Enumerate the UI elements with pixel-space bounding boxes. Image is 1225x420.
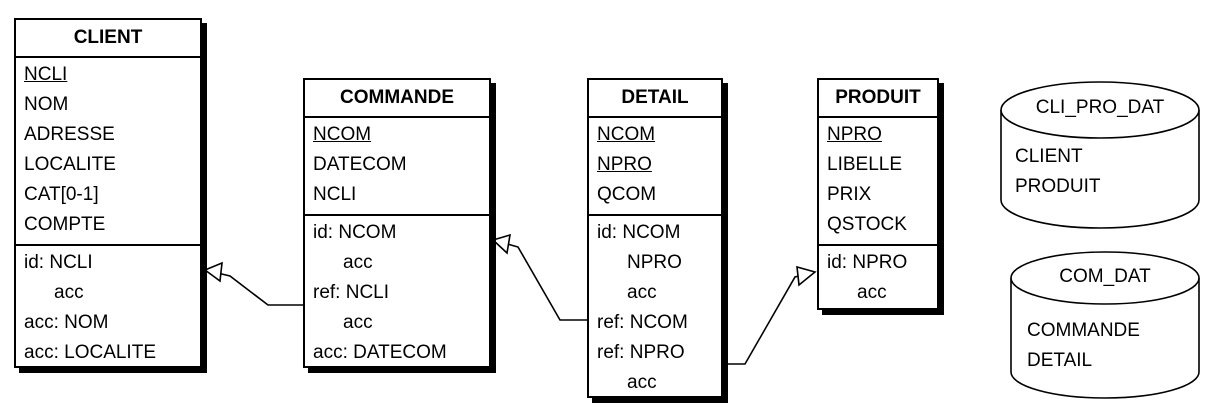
constraint-line: acc: DATECOM [313,342,447,363]
constraint-line: NPRO [627,252,682,273]
key-attribute: NCOM [313,124,372,145]
constraint-line: acc [627,282,657,303]
constraint-line: acc: LOCALITE [24,342,156,363]
attribute-list: NCLI NOM ADRESSE LOCALITE CAT[0-1] COMPTE [16,58,200,244]
attribute: PRIX [827,184,872,205]
attribute: NCLI [313,184,357,205]
constraint-line: ref: NCLI [313,282,390,303]
link-commande-client-arrowhead [203,261,223,283]
file-cli-pro-dat: CLI_PRO_DAT CLIENT PRODUIT [1000,80,1200,230]
constraint-list: id: NCLI acc acc: NOM acc: LOCALITE [16,244,200,372]
constraint-line: ref: NCOM [597,312,688,333]
attribute: DATECOM [313,154,407,175]
file-items: CLIENT PRODUIT [1015,142,1101,202]
entity-client: CLIENT NCLI NOM ADRESSE LOCALITE CAT[0-1] COM… [14,18,202,368]
entity-title: PRODUIT [819,80,937,118]
entity-title: COMMANDE [305,80,489,118]
link-detail-commande-arrowhead [491,233,511,255]
link-detail-produit [724,271,816,365]
constraint-line: id: NPRO [827,252,908,273]
constraint-line: id: NCOM [597,222,681,243]
constraint-line: acc: NOM [24,312,109,333]
key-attribute: NCLI [24,64,68,85]
constraint-list: id: NCOM NPRO acc ref: NCOM ref: NPRO acc [589,214,721,402]
constraint-line: id: NCLI [24,252,93,273]
constraint-line: acc [627,372,657,393]
attribute: LOCALITE [24,154,116,175]
entity-title: DETAIL [589,80,721,118]
constraint-list: id: NPRO acc [819,244,937,312]
attribute-list: NPRO LIBELLE PRIX QSTOCK [819,118,937,244]
attribute: COMPTE [24,214,106,235]
entity-title: CLIENT [16,20,200,58]
constraint-list: id: NCOM acc ref: NCLI acc acc: DATECOM [305,214,489,372]
file-com-dat: COM_DAT COMMANDE DETAIL [1010,250,1200,400]
entity-commande: COMMANDE NCOM DATECOM NCLI id: NCOM acc ref:… [303,78,491,368]
constraint-line: acc [54,282,84,303]
attribute: NOM [24,94,69,115]
attribute-list: NCOM NPRO QCOM [589,118,721,214]
file-item: COMMANDE [1027,320,1140,341]
cylinder-shape [1010,251,1200,399]
constraint-line: acc [857,282,887,303]
constraint-line: ref: NPRO [597,342,685,363]
file-item: CLIENT [1015,146,1083,167]
key-attribute: NCOM [597,124,656,145]
attribute: QSTOCK [827,214,907,235]
attribute: ADRESSE [24,124,115,145]
link-detail-produit-arrowhead [796,265,817,287]
file-item: DETAIL [1027,350,1093,371]
constraint-line: id: NCOM [313,222,397,243]
attribute: QCOM [597,184,657,205]
key-attribute: NPRO [597,154,652,175]
entity-produit: PRODUIT NPRO LIBELLE PRIX QSTOCK id: NPRO ac… [817,78,939,310]
attribute-list: NCOM DATECOM NCLI [305,118,489,214]
file-item: PRODUIT [1015,176,1101,197]
entity-detail: DETAIL NCOM NPRO QCOM id: NCOM NPRO acc ref: … [587,78,723,398]
cylinder-shape [1000,81,1200,229]
file-items: COMMANDE DETAIL [1027,316,1140,376]
file-name: CLI_PRO_DAT [1035,97,1165,118]
key-attribute: NPRO [827,124,882,145]
file-name: COM_DAT [1059,266,1151,287]
attribute: LIBELLE [827,154,902,175]
constraint-line: acc [343,252,373,273]
attribute: CAT[0-1] [24,184,99,205]
constraint-line: acc [343,312,373,333]
